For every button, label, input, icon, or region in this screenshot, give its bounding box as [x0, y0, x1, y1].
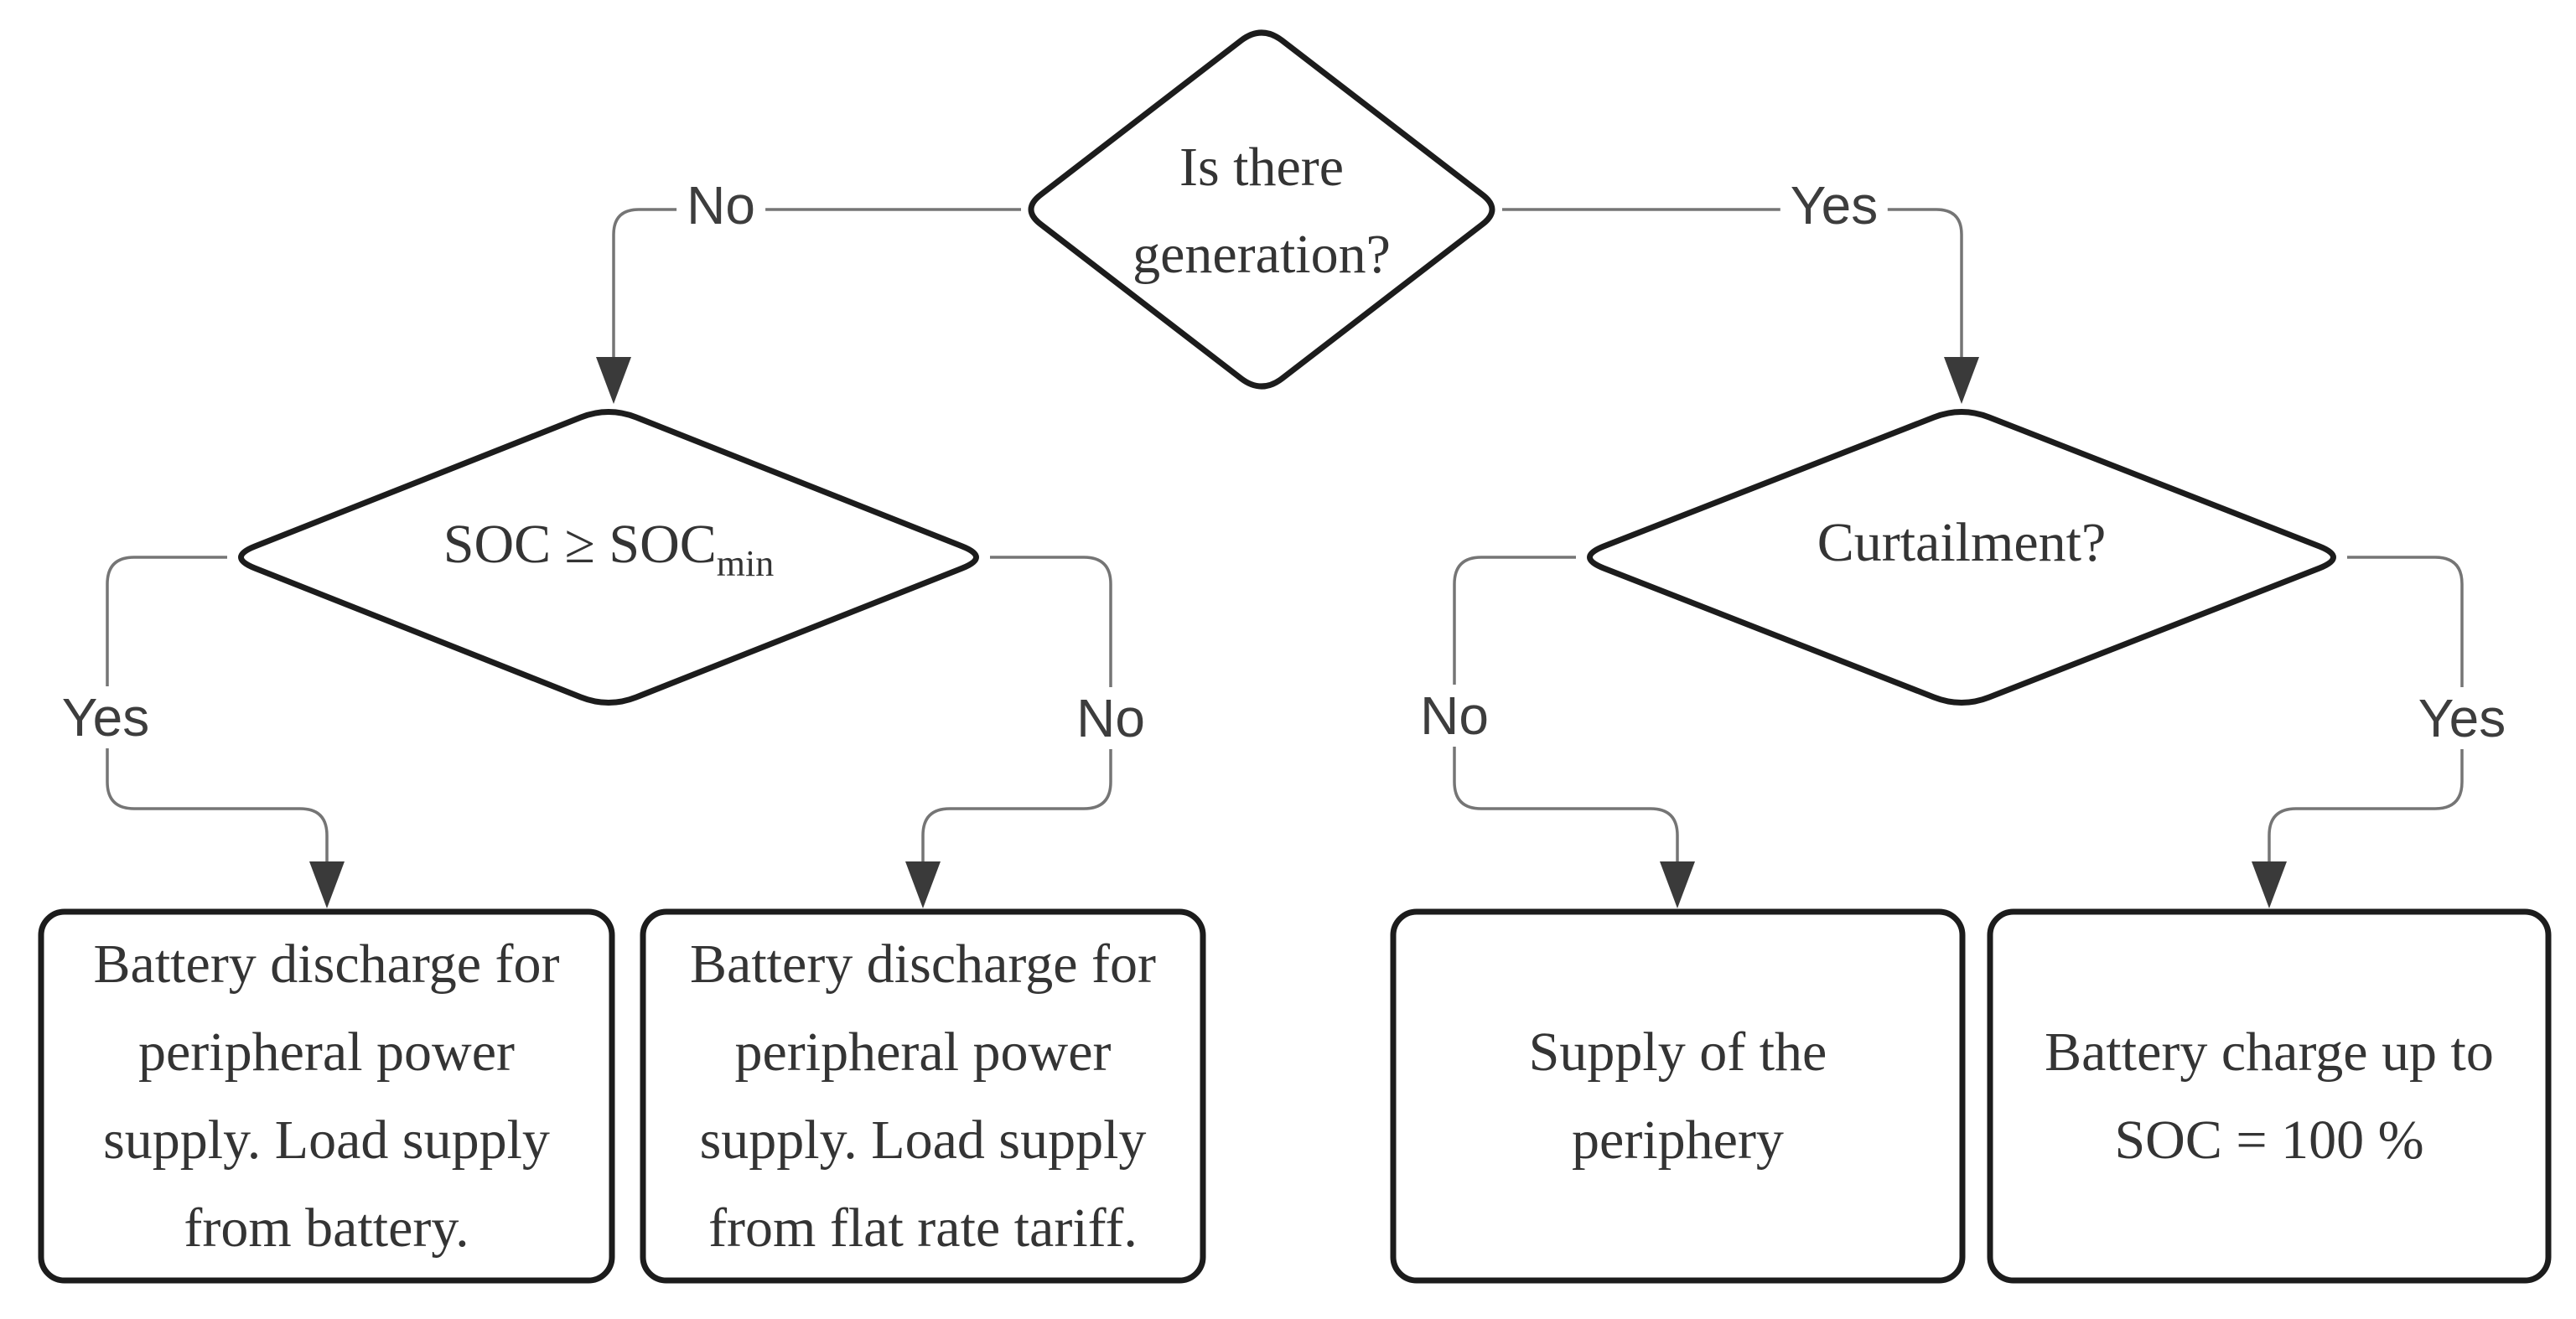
box-tariff-label: Battery discharge for peripheral power s…	[643, 912, 1203, 1280]
box-charge-line1: Battery charge up to	[2045, 1022, 2494, 1083]
box-tariff-line3: supply. Load supply	[699, 1110, 1147, 1171]
edge-soc-yes-line	[106, 556, 329, 865]
edge-label-generation-yes: Yes	[1780, 174, 1889, 236]
process-shape-group	[38, 908, 2552, 1284]
box-tariff-line1: Battery discharge for	[690, 934, 1156, 995]
edge-soc-no-line	[921, 556, 1112, 865]
box-battery-line2: peripheral power	[138, 1022, 515, 1083]
box-tariff-shape	[640, 908, 1206, 1284]
decision-generation-label: Is there generation?	[1133, 124, 1391, 298]
decision-generation-line1: Is there	[1179, 137, 1345, 198]
arrowhead-into-box-periphery	[1660, 861, 1695, 908]
box-periphery-line1: Supply of the	[1528, 1022, 1827, 1083]
arrowhead-into-box-battery	[309, 861, 345, 908]
arrowhead-group	[309, 357, 2287, 908]
box-tariff-line4: from flat rate tariff.	[708, 1197, 1138, 1259]
box-battery-line3: supply. Load supply	[103, 1110, 550, 1171]
decision-generation-shape	[1028, 29, 1495, 390]
arrowhead-into-box-tariff	[905, 861, 941, 908]
decision-soc-subscript: min	[716, 543, 775, 584]
box-periphery-line2: periphery	[1572, 1110, 1784, 1171]
arrowhead-into-soc	[596, 357, 631, 404]
edge-generation-no-line	[612, 208, 1021, 360]
box-battery-shape	[38, 908, 615, 1284]
decision-soc-formula: SOC ≥ SOC	[443, 514, 717, 575]
box-battery-label: Battery discharge for peripheral power s…	[41, 912, 612, 1280]
connector-group	[106, 208, 2464, 865]
box-charge-line2: SOC = 100 %	[2114, 1110, 2424, 1171]
edge-label-soc-yes: Yes	[51, 686, 160, 748]
box-battery-line4: from battery.	[184, 1197, 469, 1259]
arrowhead-into-curtailment	[1944, 357, 1979, 404]
box-battery-line1: Battery discharge for	[93, 934, 560, 995]
box-periphery-shape	[1390, 908, 1966, 1284]
edge-label-generation-no: No	[676, 174, 765, 236]
decision-soc-shape	[238, 409, 979, 706]
arrowhead-into-box-charge	[2252, 861, 2287, 908]
decision-shape-group	[238, 29, 2336, 706]
decision-soc-label: SOC ≥ SOCmin	[443, 501, 774, 588]
edge-label-curtailment-no: No	[1410, 685, 1499, 747]
box-periphery-label: Supply of the periphery	[1393, 912, 1962, 1280]
decision-generation-line2: generation?	[1133, 224, 1391, 285]
edge-curtailment-no-line	[1453, 556, 1679, 865]
box-charge-shape	[1987, 908, 2552, 1284]
edge-generation-yes-line	[1502, 208, 1963, 360]
edge-label-curtailment-yes: Yes	[2408, 687, 2516, 749]
box-charge-label: Battery charge up to SOC = 100 %	[1990, 912, 2548, 1280]
edge-label-soc-no: No	[1066, 687, 1155, 749]
edge-curtailment-yes-line	[2268, 556, 2464, 865]
decision-curtailment-shape	[1587, 409, 2336, 706]
decision-curtailment-label: Curtailment?	[1817, 512, 2107, 573]
box-tariff-line2: peripheral power	[734, 1022, 1112, 1083]
